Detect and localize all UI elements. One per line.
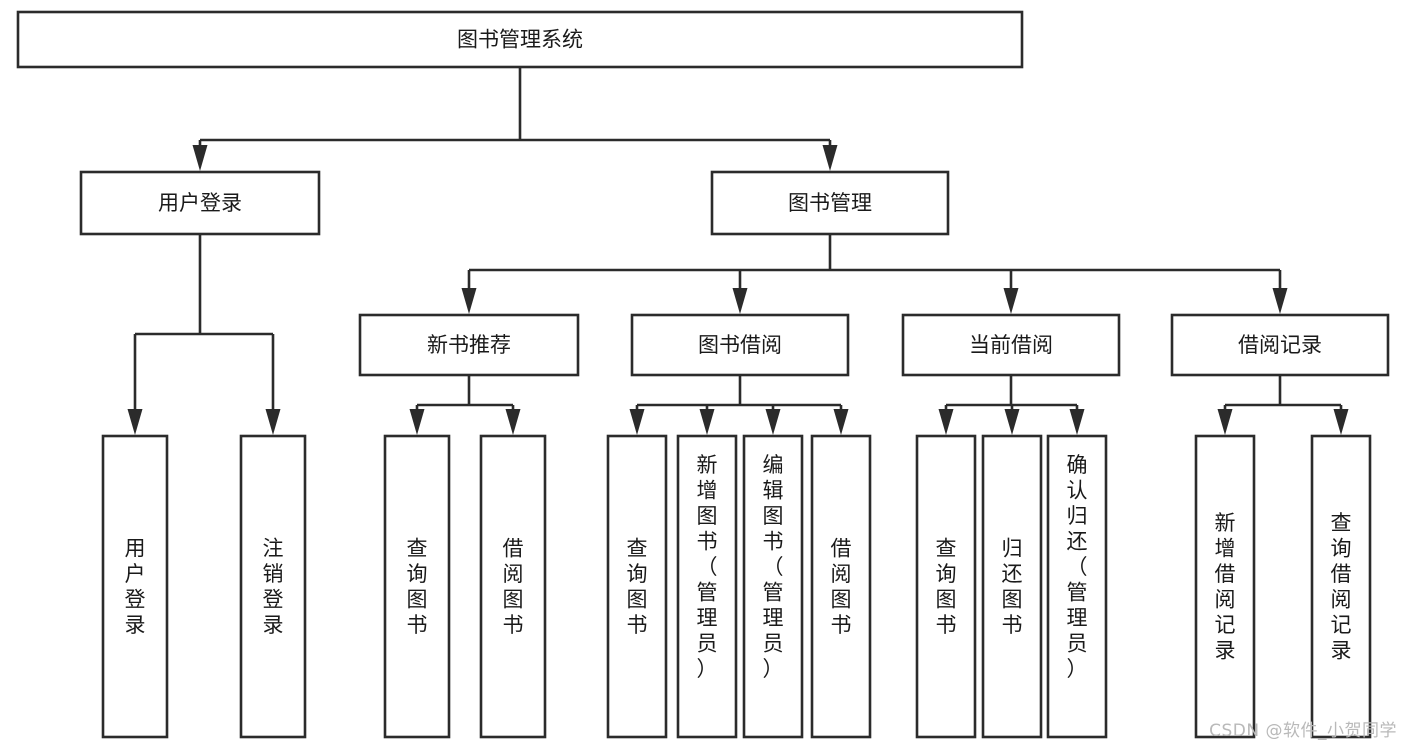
arrow-head-icon xyxy=(1272,288,1288,314)
node-box xyxy=(630,313,850,377)
node-book-manage[interactable]: 图书管理 xyxy=(710,170,950,236)
node-label: 当前借阅 xyxy=(969,333,1053,357)
node-label: 查询图书 xyxy=(627,536,648,637)
node-root[interactable]: 图书管理系统 xyxy=(16,10,1024,69)
node-box xyxy=(710,170,950,236)
node-box xyxy=(901,313,1121,377)
node-label: 图书管理 xyxy=(788,191,872,215)
node-box xyxy=(1310,434,1372,739)
node-label: 确认归还（管理员） xyxy=(1067,453,1088,681)
node-label: 查询图书 xyxy=(936,536,957,637)
node-book-borrow[interactable]: 图书借阅 xyxy=(630,313,850,377)
node-label: 图书借阅 xyxy=(698,333,782,357)
node-box xyxy=(383,434,451,739)
node-box xyxy=(239,434,307,739)
watermark-text: CSDN @软件_小贺同学 xyxy=(1209,721,1397,741)
node-leaf-borrow-book-1[interactable]: 借阅图书 xyxy=(479,434,547,739)
node-box xyxy=(606,434,668,739)
node-leaf-query-book-1[interactable]: 查询图书 xyxy=(383,434,451,739)
node-label: 新增图书（管理员） xyxy=(697,453,718,681)
node-box xyxy=(101,434,169,739)
node-label: 查询借阅记录 xyxy=(1331,511,1352,663)
connector-layer xyxy=(127,67,1349,435)
node-current-borrow[interactable]: 当前借阅 xyxy=(901,313,1121,377)
node-label: 用户登录 xyxy=(158,191,242,215)
arrow-head-icon xyxy=(505,409,521,435)
node-box xyxy=(676,434,738,739)
node-label: 新书推荐 xyxy=(427,333,511,357)
arrow-head-icon xyxy=(732,288,748,314)
node-leaf-edit-book[interactable]: 编辑图书（管理员） xyxy=(742,434,804,739)
node-label: 归还图书 xyxy=(1002,536,1023,637)
node-leaf-query-book-2[interactable]: 查询图书 xyxy=(606,434,668,739)
node-box xyxy=(742,434,804,739)
arrow-head-icon xyxy=(1069,409,1085,435)
arrow-head-icon xyxy=(1003,288,1019,314)
arrow-head-icon xyxy=(938,409,954,435)
arrow-head-icon xyxy=(629,409,645,435)
node-label: 注销登录 xyxy=(263,536,284,637)
node-label: 借阅图书 xyxy=(831,536,852,637)
node-box xyxy=(915,434,977,739)
node-leaf-return-book[interactable]: 归还图书 xyxy=(981,434,1043,739)
node-leaf-user-login[interactable]: 用户登录 xyxy=(101,434,169,739)
node-user-login[interactable]: 用户登录 xyxy=(79,170,321,236)
arrow-head-icon xyxy=(192,145,208,171)
arrow-head-icon xyxy=(765,409,781,435)
node-layer: 图书管理系统用户登录图书管理新书推荐图书借阅当前借阅借阅记录用户登录注销登录查询… xyxy=(16,10,1390,739)
arrow-head-icon xyxy=(1004,409,1020,435)
node-label: 借阅记录 xyxy=(1238,333,1322,357)
node-leaf-add-book[interactable]: 新增图书（管理员） xyxy=(676,434,738,739)
node-box xyxy=(1194,434,1256,739)
arrow-head-icon xyxy=(409,409,425,435)
node-leaf-borrow-book-2[interactable]: 借阅图书 xyxy=(810,434,872,739)
arrow-head-icon xyxy=(699,409,715,435)
arrow-head-icon xyxy=(1333,409,1349,435)
node-leaf-confirm-return[interactable]: 确认归还（管理员） xyxy=(1046,434,1108,739)
node-leaf-query-record[interactable]: 查询借阅记录 xyxy=(1310,434,1372,739)
node-box xyxy=(1046,434,1108,739)
node-label: 借阅图书 xyxy=(503,536,524,637)
node-label: 查询图书 xyxy=(407,536,428,637)
node-label: 用户登录 xyxy=(125,536,146,637)
node-box xyxy=(16,10,1024,69)
node-label: 编辑图书（管理员） xyxy=(763,453,784,681)
arrow-head-icon xyxy=(127,409,143,435)
node-box xyxy=(981,434,1043,739)
arrow-head-icon xyxy=(265,409,281,435)
node-box xyxy=(79,170,321,236)
node-borrow-record[interactable]: 借阅记录 xyxy=(1170,313,1390,377)
node-new-book-recommend[interactable]: 新书推荐 xyxy=(358,313,580,377)
node-box xyxy=(358,313,580,377)
arrow-head-icon xyxy=(461,288,477,314)
node-box xyxy=(479,434,547,739)
arrow-head-icon xyxy=(1217,409,1233,435)
node-leaf-query-book-3[interactable]: 查询图书 xyxy=(915,434,977,739)
arrow-head-icon xyxy=(822,145,838,171)
node-leaf-logout[interactable]: 注销登录 xyxy=(239,434,307,739)
arrow-head-icon xyxy=(833,409,849,435)
node-leaf-add-record[interactable]: 新增借阅记录 xyxy=(1194,434,1256,739)
node-box xyxy=(810,434,872,739)
node-box xyxy=(1170,313,1390,377)
node-label: 图书管理系统 xyxy=(457,28,583,52)
node-label: 新增借阅记录 xyxy=(1215,511,1236,663)
